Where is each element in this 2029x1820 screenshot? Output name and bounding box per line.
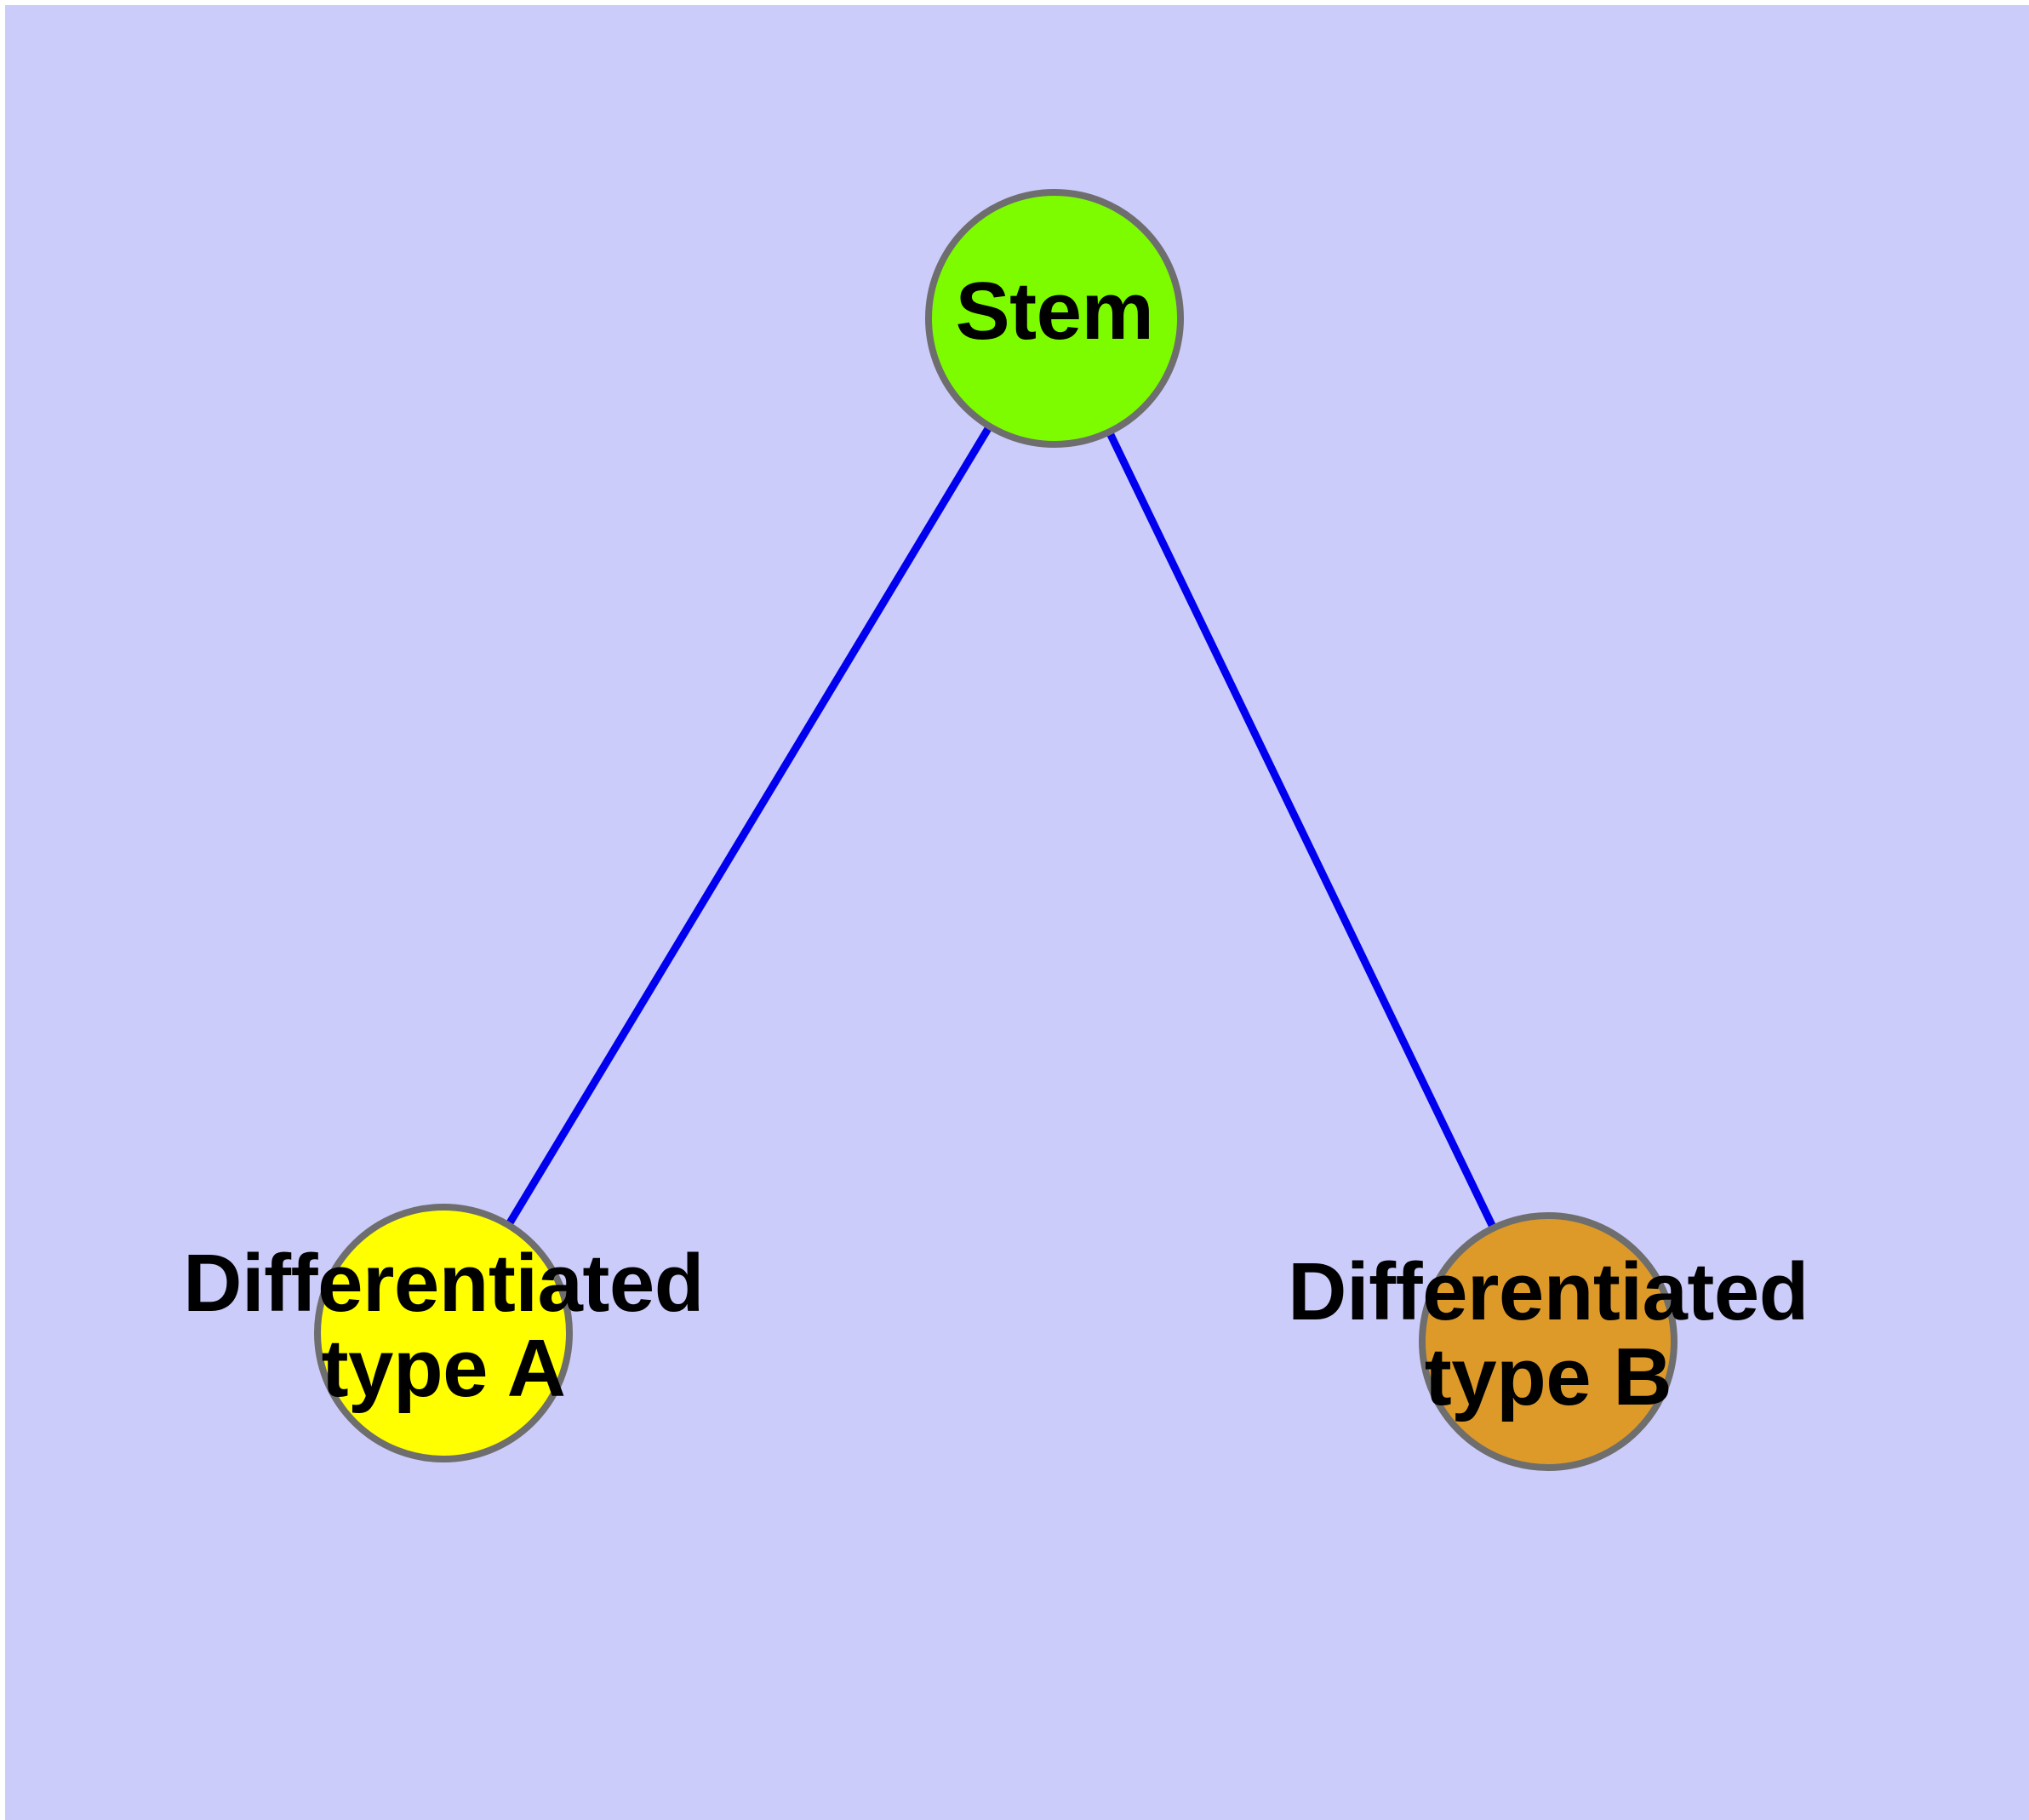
node-diff-b[interactable] [1419, 1212, 1677, 1471]
edge-layer [440, 316, 1552, 1343]
node-stem[interactable] [925, 189, 1184, 448]
edge-stem-to-diff-a[interactable] [440, 316, 1058, 1336]
edge-stem-to-diff-b[interactable] [1050, 317, 1552, 1343]
node-layer [314, 189, 1677, 1471]
node-diff-a[interactable] [314, 1204, 573, 1462]
